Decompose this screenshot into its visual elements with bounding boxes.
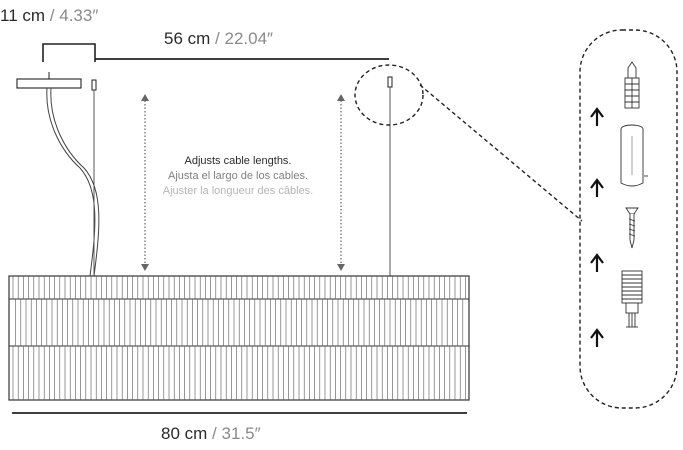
assembly-arrow-2 (590, 178, 604, 197)
cable-gripper-icon (621, 270, 643, 328)
canopy-metric: 11 cm (0, 6, 46, 25)
canopy-imperial: / 4.33″ (49, 6, 99, 25)
assembly-arrow-4 (590, 328, 604, 347)
detail-callout-circle (354, 64, 424, 126)
canopy-imperial-value: 4.33″ (59, 6, 99, 25)
hardware-detail-panel (579, 29, 678, 409)
assembly-arrow-1 (590, 107, 604, 126)
width-metric: 80 cm (161, 424, 208, 443)
power-cord-2 (50, 87, 100, 277)
span-metric: 56 cm (164, 29, 211, 48)
detail-leader-line (419, 84, 583, 222)
span-imperial-value: 22.04″ (224, 29, 274, 48)
wall-plug-icon (624, 61, 640, 109)
note-spanish: Ajusta el largo de los cables. (167, 170, 309, 182)
assembly-arrow-3 (590, 253, 604, 272)
right-cable-anchor (387, 76, 393, 88)
adjust-cable-note: Adjusts cable lengths. Ajusta el largo d… (118, 154, 358, 199)
width-imperial-value: 31.5″ (221, 424, 261, 443)
power-cord (46, 87, 96, 277)
span-dimension-label: 56 cm / 22.04″ (164, 29, 273, 49)
adjust-arrow-left (141, 94, 149, 271)
span-imperial: / 22.04″ (215, 29, 274, 48)
note-french: Ajuster la longueur des câbles. (162, 185, 314, 197)
ceiling-cup-icon (620, 124, 648, 187)
lamp-shade (8, 275, 470, 401)
note-english: Adjusts cable lengths. (184, 155, 292, 167)
canopy-dimension-bracket (42, 43, 96, 62)
canopy-dimension-label: 11 cm / 4.33″ (0, 6, 98, 26)
width-dimension-label: 80 cm / 31.5″ (161, 424, 261, 444)
width-imperial: / 31.5″ (212, 424, 261, 443)
adjust-arrow-right (337, 94, 345, 271)
left-cable-anchor (91, 79, 97, 91)
screw-icon (625, 207, 639, 249)
ceiling-canopy (16, 78, 82, 89)
